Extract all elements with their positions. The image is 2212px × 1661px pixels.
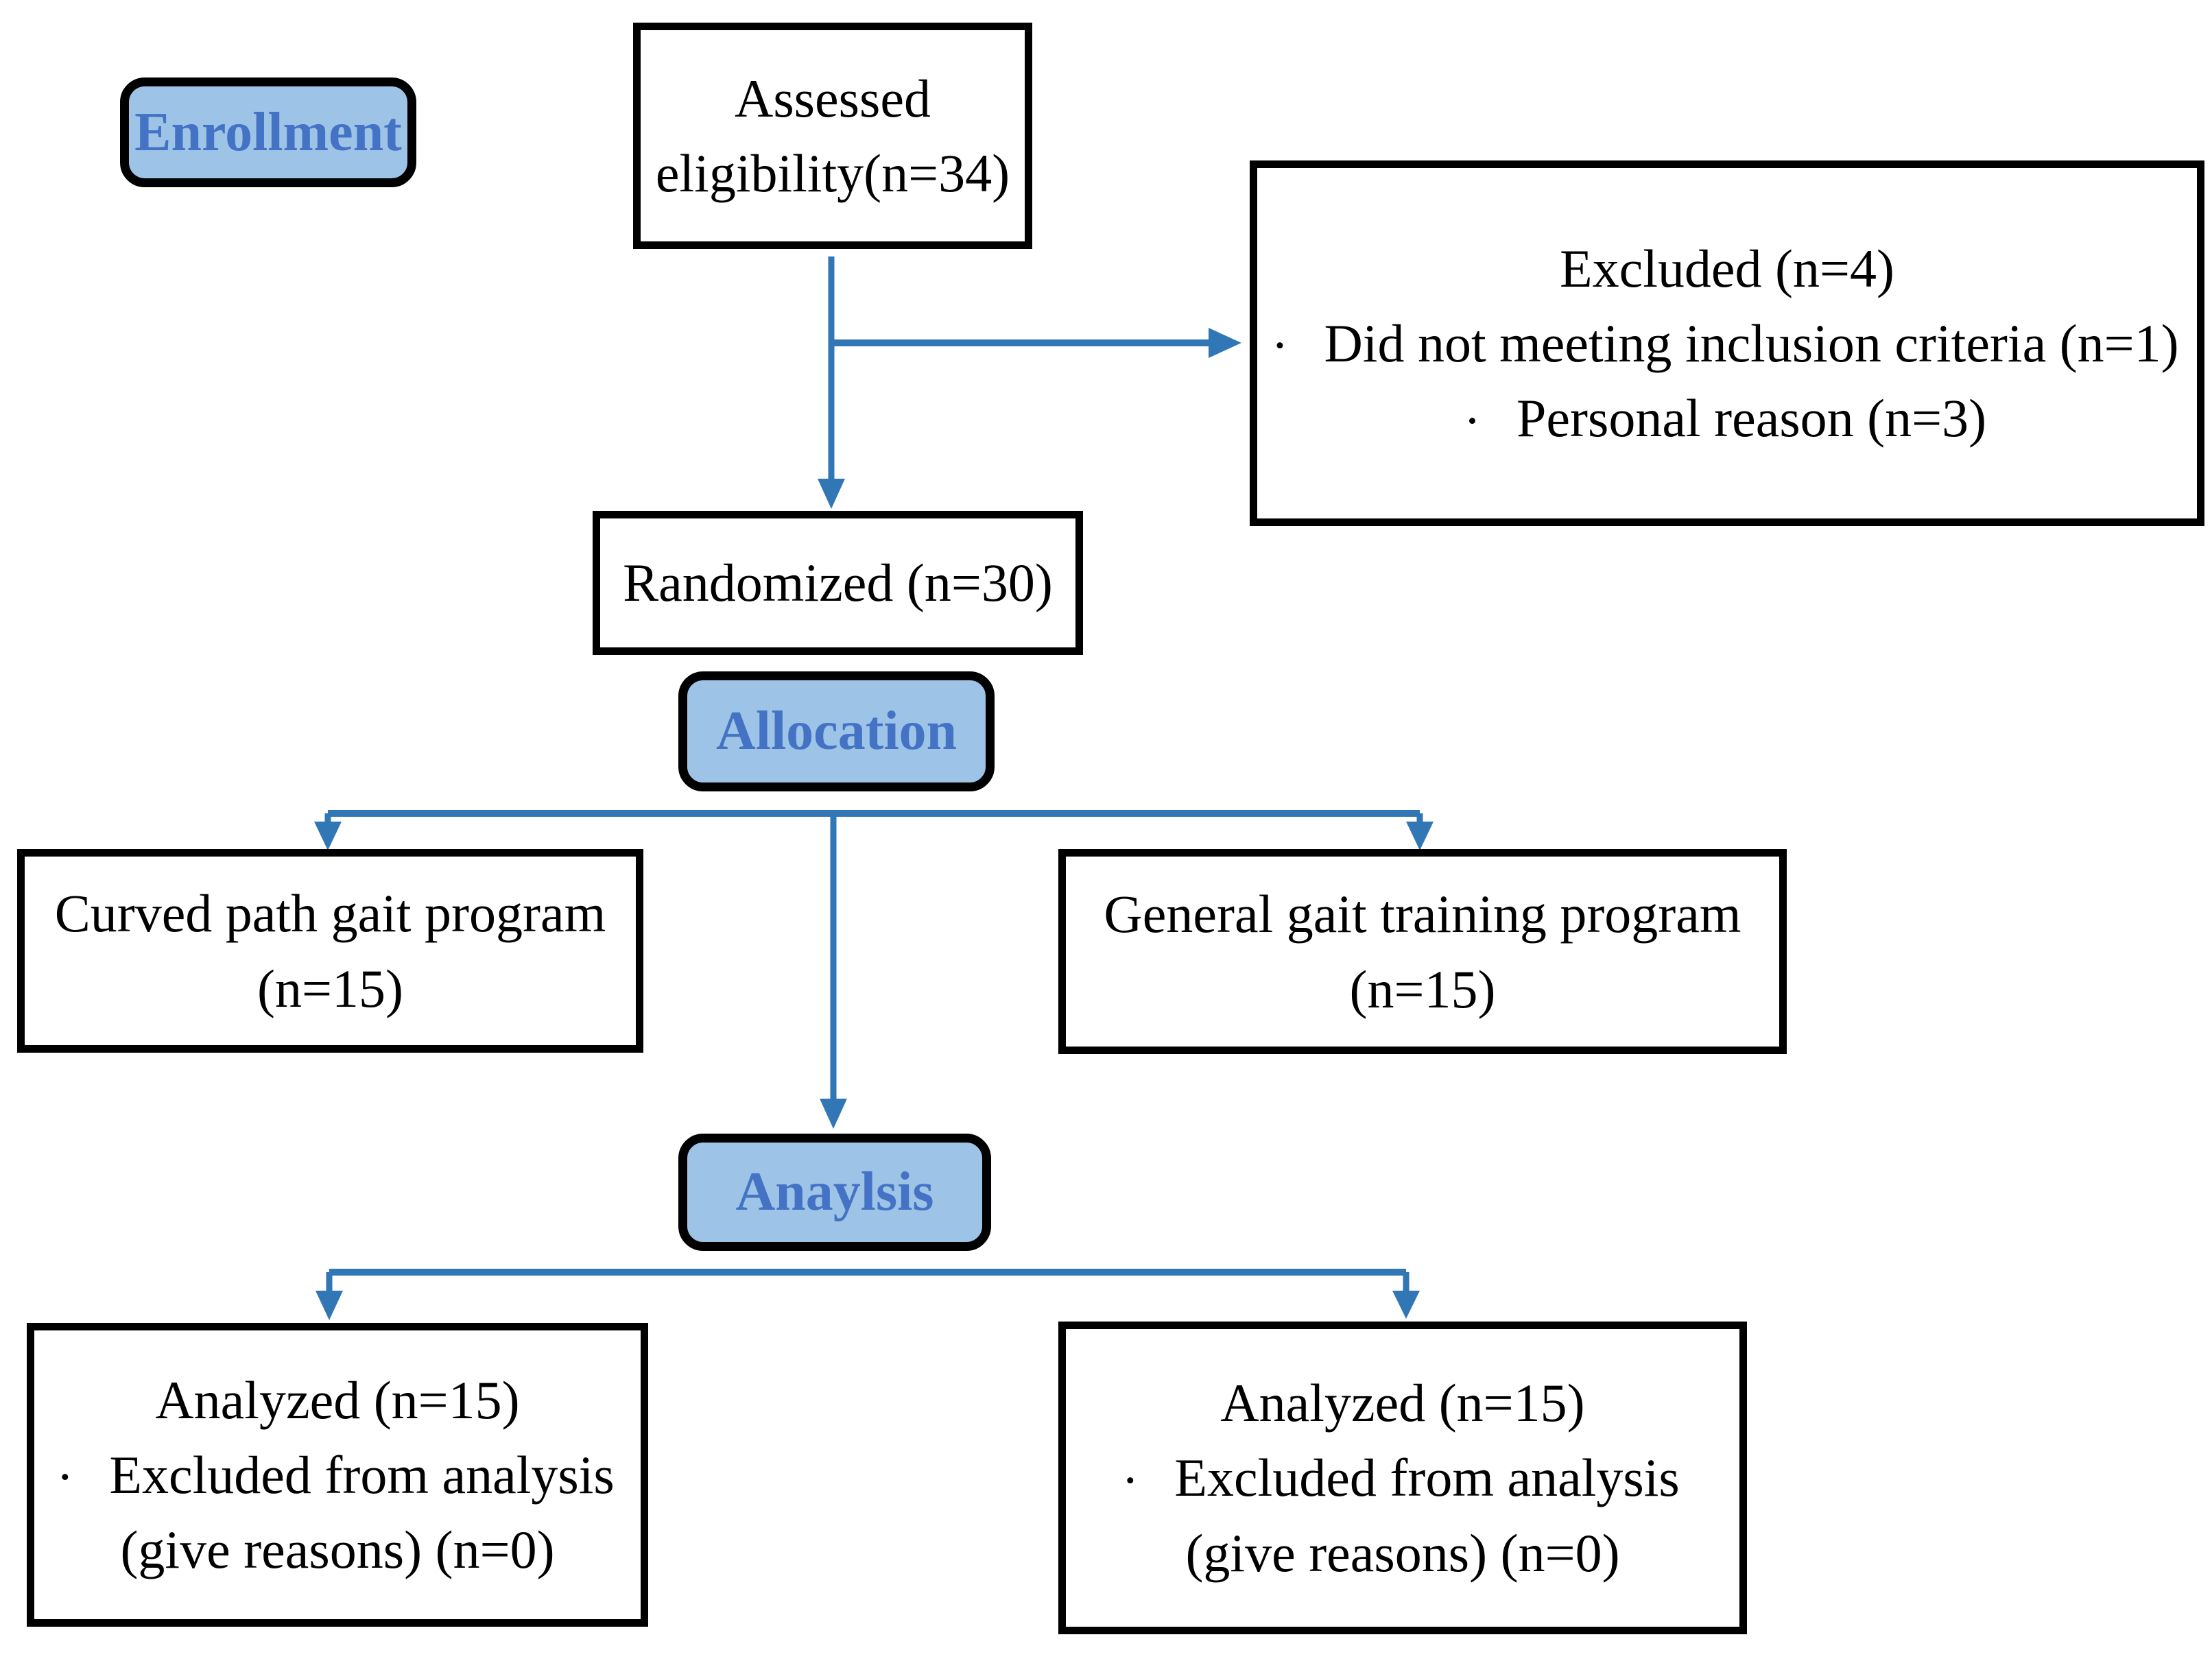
excluded-box-bullet2-text: Personal reason (n=3) bbox=[1516, 388, 1987, 449]
arrowhead-to-analysis-label bbox=[820, 1099, 847, 1129]
general-box-line2: (n=15) bbox=[1349, 959, 1496, 1019]
enrollment-stage-label-text: Enrollment bbox=[134, 101, 402, 163]
general-gait-training-program-box: General gait training program (n=15) bbox=[1058, 849, 1787, 1054]
assessed-eligibility-box: Assessed eligibility(n=34) bbox=[633, 23, 1032, 249]
excluded-box-bullet1-text: Did not meeting inclusion criteria (n=1) bbox=[1324, 313, 2179, 373]
curved-box-line1: Curved path gait program bbox=[54, 883, 606, 944]
arrowhead-to-analyzed-right bbox=[1392, 1291, 1420, 1319]
arrowhead-to-excluded bbox=[1209, 328, 1241, 358]
assessed-box-line1: Assessed bbox=[735, 68, 931, 128]
general-box-line1: General gait training program bbox=[1104, 884, 1741, 944]
bullet-icon: • bbox=[60, 1463, 70, 1492]
bullet-icon: • bbox=[1467, 407, 1477, 435]
arrowhead-to-analyzed-left bbox=[316, 1291, 343, 1320]
excluded-box-title: Excluded (n=4) bbox=[1560, 238, 1894, 298]
analyzed-left-line3: (give reasons) (n=0) bbox=[120, 1520, 555, 1580]
assessed-box-line2: eligibility(n=34) bbox=[655, 143, 1010, 203]
excluded-box-bullet1-line: • Did not meeting inclusion criteria (n=1… bbox=[1275, 306, 2178, 381]
arrowhead-to-general-box bbox=[1406, 822, 1434, 850]
analyzed-left-bullet-text: Excluded from analysis bbox=[109, 1444, 615, 1505]
allocation-stage-label-text: Allocation bbox=[715, 701, 958, 761]
excluded-box: Excluded (n=4) • Did not meeting inclusio… bbox=[1250, 160, 2204, 526]
arrowhead-to-curved-box bbox=[314, 822, 342, 850]
analysis-stage-label: Anaylsis bbox=[678, 1134, 991, 1251]
bullet-icon: • bbox=[1126, 1466, 1135, 1495]
analyzed-right-title: Analyzed (n=15) bbox=[1220, 1373, 1585, 1433]
bullet-icon: • bbox=[1275, 332, 1285, 361]
analyzed-left-title: Analyzed (n=15) bbox=[155, 1370, 520, 1430]
analyzed-right-line3: (give reasons) (n=0) bbox=[1185, 1522, 1620, 1583]
curved-box-line2: (n=15) bbox=[257, 958, 403, 1018]
allocation-stage-label: Allocation bbox=[678, 671, 995, 791]
arrowhead-assessed-to-randomized bbox=[818, 479, 845, 509]
analyzed-left-box: Analyzed (n=15) •Excluded from analysis … bbox=[27, 1323, 648, 1627]
randomized-box: Randomized (n=30) bbox=[593, 511, 1083, 655]
analyzed-right-bullet-text: Excluded from analysis bbox=[1174, 1448, 1680, 1508]
randomized-box-text: Randomized (n=30) bbox=[623, 553, 1053, 613]
excluded-box-bullet2-line: • Personal reason (n=3) bbox=[1468, 381, 1986, 455]
analyzed-right-bullet-line: • Excluded from analysis bbox=[1126, 1440, 1680, 1515]
enrollment-stage-label: Enrollment bbox=[120, 77, 416, 187]
analyzed-left-bullet-line: • Excluded from analysis bbox=[60, 1437, 615, 1512]
curved-path-gait-program-box: Curved path gait program (n=15) bbox=[17, 849, 643, 1053]
analyzed-right-box: Analyzed (n=15) •Excluded from analysis … bbox=[1058, 1322, 1747, 1634]
analysis-stage-label-text: Anaylsis bbox=[735, 1162, 934, 1222]
